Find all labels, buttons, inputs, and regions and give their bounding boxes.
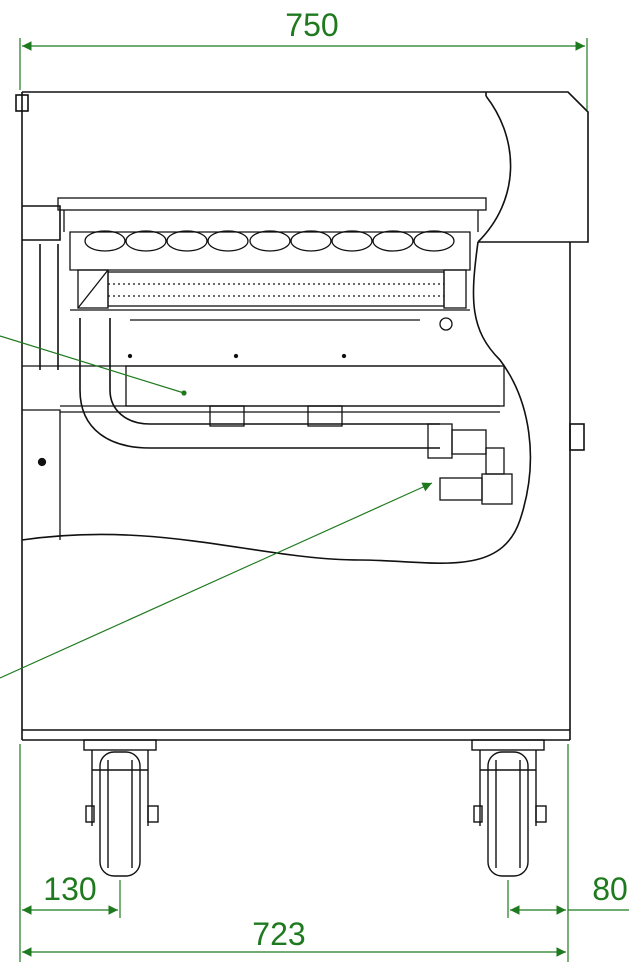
caster-right <box>471 739 547 877</box>
dimension-label-723: 723 <box>252 916 305 952</box>
dimension-label-80: 80 <box>592 871 628 907</box>
internal-frame <box>22 318 513 540</box>
dimension-label-750: 750 <box>285 7 338 43</box>
caster-left <box>83 739 159 877</box>
chain-lobes <box>84 230 455 252</box>
leader-lines <box>0 335 433 679</box>
section-breakaway <box>21 241 532 564</box>
dimension-caster-offset-right: 80 <box>507 744 629 962</box>
dimension-caster-offset-left: 130 <box>19 744 121 962</box>
conveyor-assembly <box>57 197 487 331</box>
machine-body <box>15 91 589 741</box>
dimension-label-130: 130 <box>43 871 96 907</box>
dimension-overall-width-top: 750 <box>19 7 588 110</box>
dimension-overall-width-bottom: 723 <box>22 916 566 957</box>
